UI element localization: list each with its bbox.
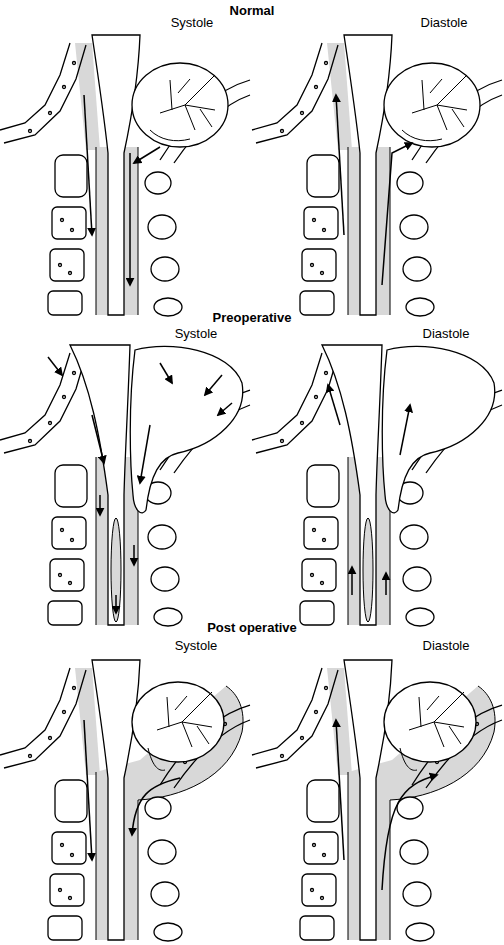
phase-label: Diastole	[421, 15, 468, 31]
phase-label: Diastole	[423, 326, 470, 342]
phase-label: Diastole	[423, 638, 470, 654]
section-heading: Normal	[230, 3, 275, 19]
postop-systole-panel	[0, 660, 250, 941]
normal-systole-panel	[0, 35, 250, 316]
section-heading: Preoperative	[213, 310, 292, 326]
phase-label: Systole	[175, 638, 218, 654]
postop-diastole-panel	[252, 660, 502, 941]
preop-diastole-panel	[252, 345, 502, 626]
phase-label: Systole	[171, 15, 214, 31]
preop-systole-panel	[0, 345, 250, 626]
phase-label: Systole	[175, 326, 218, 342]
normal-diastole-panel	[252, 35, 502, 316]
section-heading: Post operative	[207, 620, 297, 636]
